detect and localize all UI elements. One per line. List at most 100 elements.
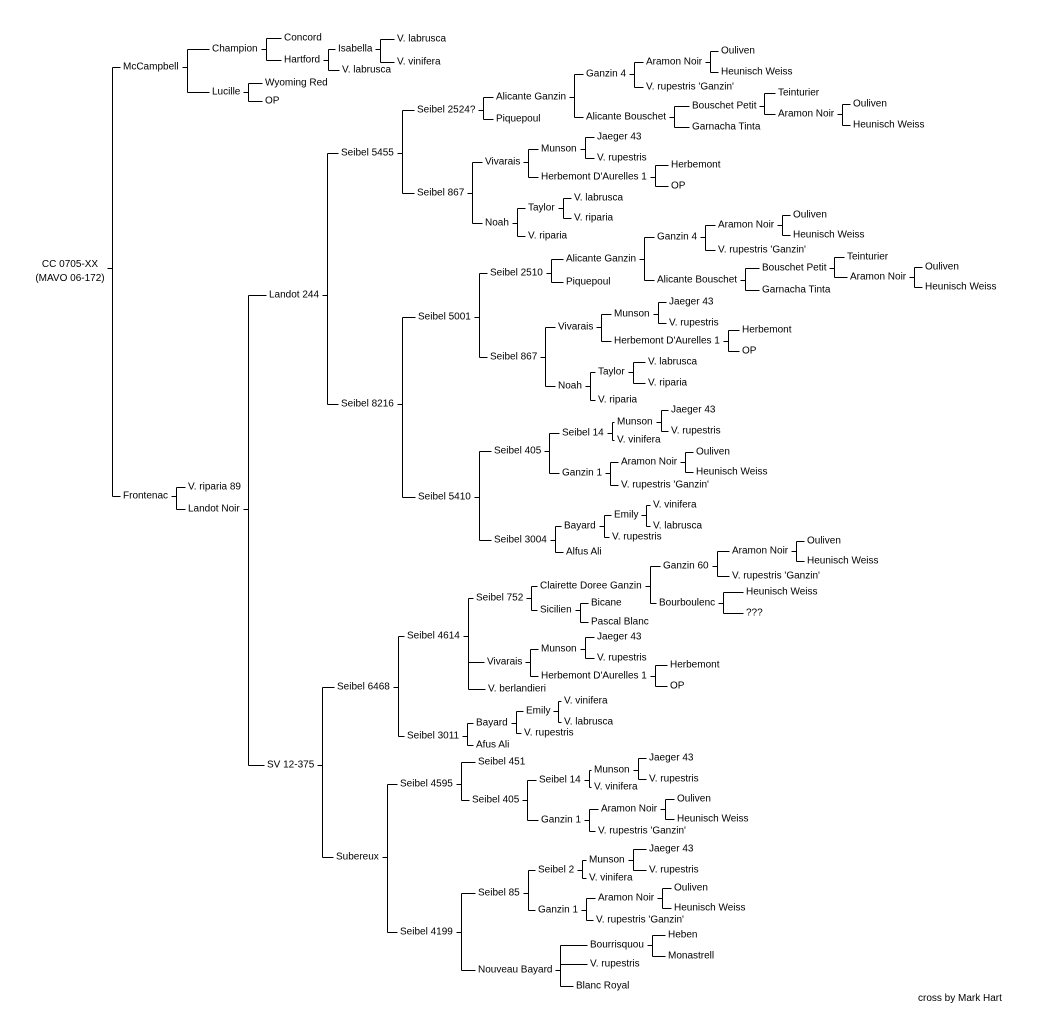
node-noah: Noah <box>485 218 509 229</box>
node-alicante-bouschet: Alicante Bouschet <box>586 112 666 123</box>
node-heunisch-weiss: Heunisch Weiss <box>746 587 818 598</box>
node-v-rupestris: V. rupestris <box>597 153 647 164</box>
node-herbemont: Herbemont <box>671 160 721 171</box>
node-ganzin-1: Ganzin 1 <box>562 468 602 479</box>
node-ouliven: Ouliven <box>696 447 730 458</box>
node-clairette-doree-ganzin: Clairette Doree Ganzin <box>540 581 642 592</box>
node-v-rupestris-ganzin: V. rupestris 'Ganzin' <box>732 571 820 582</box>
node-v-rupestris: V. rupestris <box>649 865 699 876</box>
node-v-rupestris: V. rupestris <box>671 426 721 437</box>
node-aramon-noir: Aramon Noir <box>646 57 703 68</box>
node-teinturier: Teinturier <box>847 252 889 263</box>
node-v-labrusca: V. labrusca <box>653 521 703 532</box>
node-v-labrusca: V. labrusca <box>574 193 624 204</box>
node-ouliven: Ouliven <box>925 262 959 273</box>
node-munson: Munson <box>617 417 653 428</box>
node-vivarais: Vivarais <box>558 322 593 333</box>
node-seibel-3004: Seibel 3004 <box>494 535 547 546</box>
node-emily: Emily <box>526 706 550 717</box>
node-v-riparia: V. riparia <box>574 213 614 224</box>
node-heunisch-weiss: Heunisch Weiss <box>677 814 749 825</box>
node-ganzin-1: Ganzin 1 <box>538 905 578 916</box>
node-bayard: Bayard <box>564 521 596 532</box>
node-seibel-5455: Seibel 5455 <box>341 148 394 159</box>
node-seibel-4595: Seibel 4595 <box>400 779 453 790</box>
node-emily: Emily <box>614 510 638 521</box>
node-v-rupestris: V. rupestris <box>649 774 699 785</box>
node-aramon-noir: Aramon Noir <box>850 272 907 283</box>
node-piquepoul: Piquepoul <box>496 114 540 125</box>
node-taylor: Taylor <box>528 203 555 214</box>
node-seibel-752: Seibel 752 <box>476 593 524 604</box>
node-aramon-noir: Aramon Noir <box>621 457 678 468</box>
node-jaeger-43: Jaeger 43 <box>671 405 716 416</box>
node-seibel-14: Seibel 14 <box>539 775 581 786</box>
node-jaeger-43: Jaeger 43 <box>649 844 694 855</box>
node-v-vinifera: V. vinifera <box>617 435 661 446</box>
node-v-vinifera: V. vinifera <box>594 782 638 793</box>
node-heunisch-weiss: Heunisch Weiss <box>925 282 997 293</box>
node-v-rupestris: V. rupestris <box>597 653 647 664</box>
node-seibel-405: Seibel 405 <box>494 446 542 457</box>
node-v-rupestris-ganzin: V. rupestris 'Ganzin' <box>718 245 806 256</box>
node-seibel-2510: Seibel 2510 <box>490 268 543 279</box>
node-seibel-3011: Seibel 3011 <box>407 731 460 742</box>
node-jaeger-43: Jaeger 43 <box>597 132 642 143</box>
node-op: OP <box>742 346 757 357</box>
root-name: CC 0705-XX <box>41 259 99 270</box>
node-alicante-ganzin: Alicante Ganzin <box>566 254 636 265</box>
node-v-rupestris-ganzin: V. rupestris 'Ganzin' <box>598 826 686 837</box>
node-seibel-5001: Seibel 5001 <box>418 312 471 323</box>
node-v-rupestris: V. rupestris <box>590 959 640 970</box>
node-jaeger-43: Jaeger 43 <box>597 632 642 643</box>
node-seibel-85: Seibel 85 <box>478 888 520 899</box>
node-v-rupestris-ganzin: V. rupestris 'Ganzin' <box>621 480 709 491</box>
node-concord: Concord <box>284 33 322 44</box>
node-v-labrusca: V. labrusca <box>397 34 447 45</box>
node-munson: Munson <box>614 309 650 320</box>
node-munson: Munson <box>541 644 577 655</box>
node-op: OP <box>265 96 280 107</box>
node-v-vinifera: V. vinifera <box>564 696 608 707</box>
node-v-rupestris-ganzin: V. rupestris 'Ganzin' <box>646 82 734 93</box>
node-jaeger-43: Jaeger 43 <box>669 297 714 308</box>
node-seibel-6468: Seibel 6468 <box>337 682 390 693</box>
node-seibel-5410: Seibel 5410 <box>418 492 471 503</box>
node-taylor: Taylor <box>598 367 625 378</box>
node-seibel-867: Seibel 867 <box>417 188 465 199</box>
node-herbemont: Herbemont <box>670 660 720 671</box>
node-seibel-867: Seibel 867 <box>490 352 538 363</box>
node-alfus-ali: Alfus Ali <box>566 547 602 558</box>
node-v-rupestris: V. rupestris <box>669 318 719 329</box>
node-v-labrusca: V. labrusca <box>342 65 392 76</box>
node-lucille: Lucille <box>212 87 241 98</box>
node-ouliven: Ouliven <box>721 46 755 57</box>
node-ganzin-4: Ganzin 4 <box>586 69 626 80</box>
node-seibel-14: Seibel 14 <box>562 428 604 439</box>
node-munson: Munson <box>594 765 630 776</box>
node-heunisch-weiss: Heunisch Weiss <box>793 230 865 241</box>
node-unknown: ??? <box>746 608 763 619</box>
node-herbemont-d-aurelles-1: Herbemont D'Aurelles 1 <box>614 336 720 347</box>
node-ouliven: Ouliven <box>674 883 708 894</box>
node-monastrell: Monastrell <box>668 951 714 962</box>
node-bayard: Bayard <box>476 718 508 729</box>
node-ouliven: Ouliven <box>677 794 711 805</box>
node-piquepoul: Piquepoul <box>566 277 610 288</box>
node-bourrisquou: Bourrisquou <box>590 940 644 951</box>
node-teinturier: Teinturier <box>778 88 820 99</box>
node-landot-noir: Landot Noir <box>188 504 240 515</box>
node-alicante-ganzin: Alicante Ganzin <box>496 92 566 103</box>
node-heunisch-weiss: Heunisch Weiss <box>721 67 793 78</box>
node-seibel-451: Seibel 451 <box>478 757 526 768</box>
node-v-vinifera: V. vinifera <box>589 873 633 884</box>
node-heunisch-weiss: Heunisch Weiss <box>674 903 746 914</box>
node-vivarais: Vivarais <box>485 157 520 168</box>
node-aramon-noir: Aramon Noir <box>718 220 775 231</box>
node-herbemont: Herbemont <box>742 325 792 336</box>
node-hartford: Hartford <box>284 55 320 66</box>
node-v-rupestris: V. rupestris <box>612 532 662 543</box>
node-bouschet-petit: Bouschet Petit <box>762 263 827 274</box>
node-landot-244: Landot 244 <box>269 290 319 301</box>
node-v-berlandieri: V. berlandieri <box>488 684 546 695</box>
